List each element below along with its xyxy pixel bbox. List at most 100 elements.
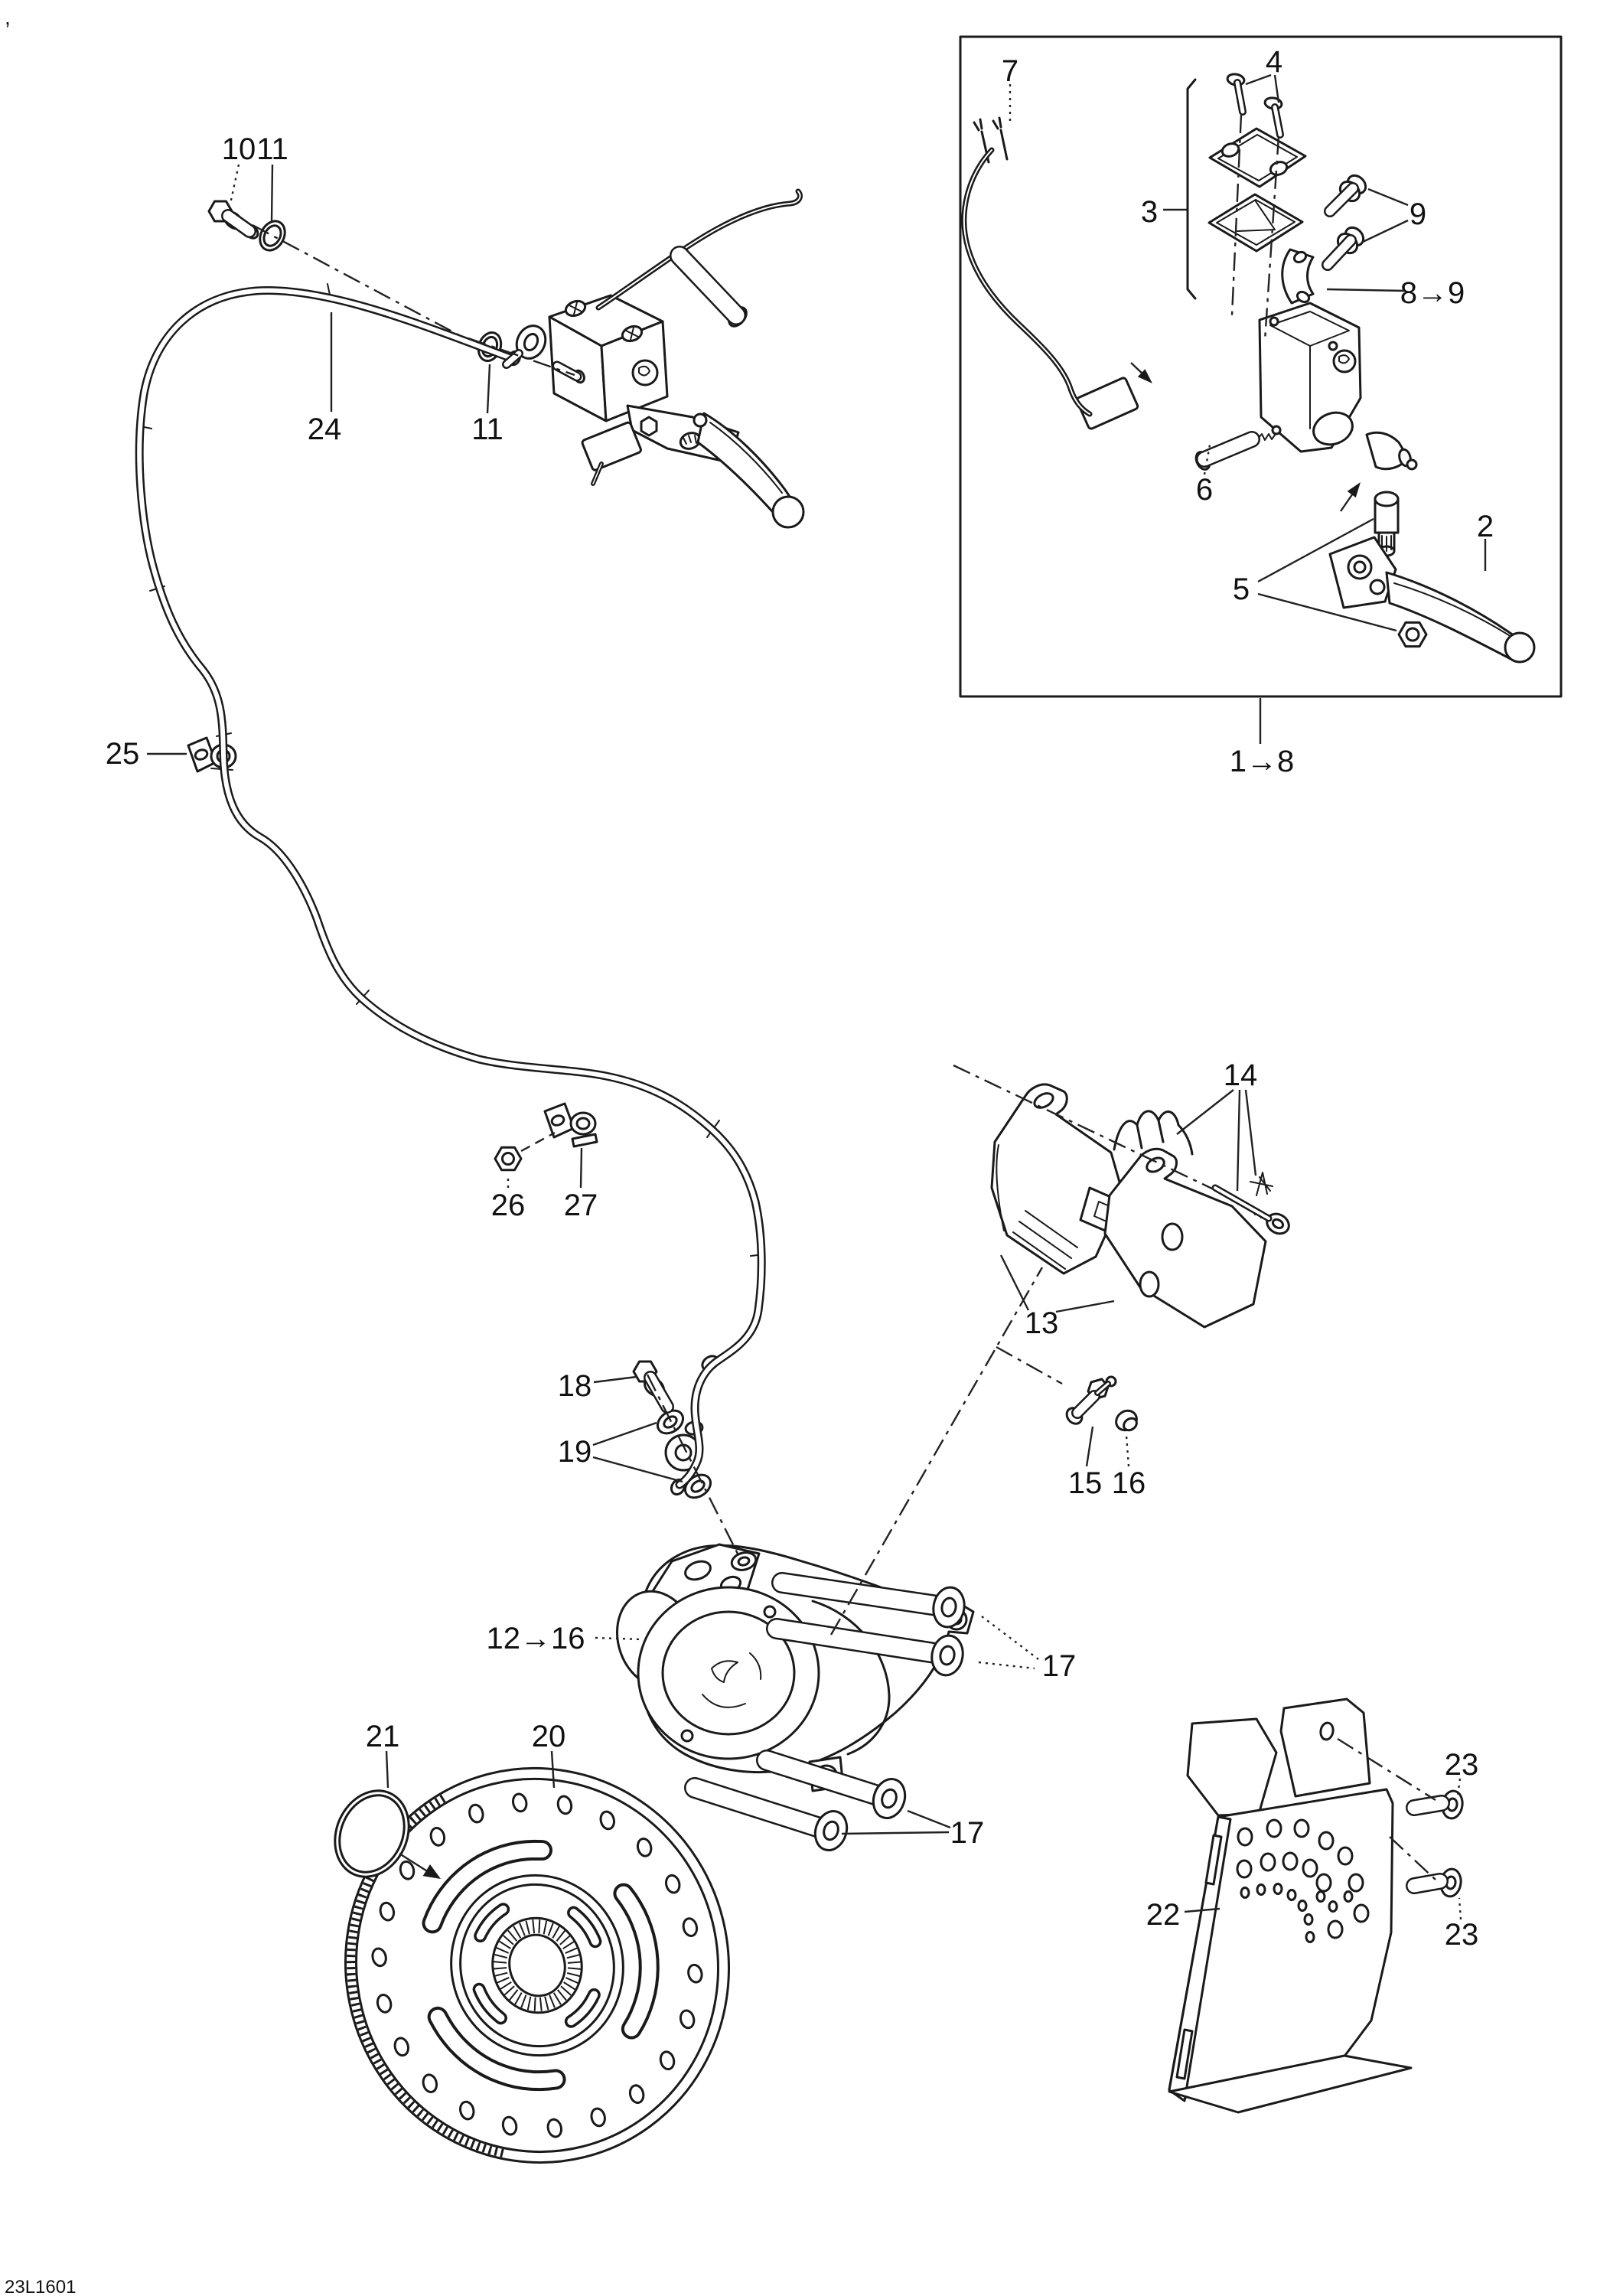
callout-1-8: 1→8 — [1230, 745, 1295, 778]
leader-line — [953, 1064, 1214, 1191]
inset-exploded-master-cylinder — [973, 73, 1536, 664]
lever-ball-end — [771, 495, 805, 529]
callout-10: 10 — [222, 132, 256, 166]
callout-8-9: 8→9 — [1400, 276, 1465, 310]
leader-line — [1257, 592, 1397, 632]
leader-line — [1367, 188, 1409, 207]
leader-line — [996, 1345, 1063, 1385]
master-cylinder-assembly — [507, 294, 805, 529]
callout-18: 18 — [558, 1369, 592, 1403]
stray-mark: , — [5, 5, 11, 29]
lever-pivot-nut-5 — [1397, 621, 1428, 648]
callout-21: 21 — [366, 1720, 400, 1753]
leader-line — [1257, 517, 1374, 583]
hose-clamp-25 — [187, 736, 237, 773]
diagram-artwork — [136, 35, 1563, 2164]
leader-line — [841, 1831, 950, 1835]
callout-20: 20 — [532, 1720, 566, 1753]
leader-line — [1236, 1089, 1241, 1192]
clamp-bore — [1312, 411, 1354, 446]
install-arrow — [422, 1864, 441, 1879]
leader-line — [1244, 1089, 1257, 1176]
guard-top-tab — [1279, 1698, 1371, 1798]
leader-line — [592, 1421, 657, 1446]
callout-26: 26 — [491, 1189, 526, 1222]
leader-line — [593, 1375, 637, 1384]
leader-line — [1273, 74, 1280, 103]
callout-14: 14 — [1224, 1058, 1258, 1092]
leader-line — [907, 1809, 951, 1829]
leader-line — [829, 1267, 1044, 1636]
callout-24: 24 — [308, 413, 342, 446]
disc-guard — [1168, 1698, 1413, 2114]
leader-line — [1176, 1089, 1234, 1135]
callout-23b: 23 — [1445, 1918, 1479, 1952]
leader-line — [1085, 1426, 1094, 1467]
callout-27: 27 — [564, 1189, 598, 1222]
leader-line — [252, 223, 460, 337]
callout-5: 5 — [1233, 572, 1250, 606]
brake-light-switch — [581, 421, 642, 471]
leader-line — [978, 1661, 1035, 1670]
sheet-code: 23L1601 — [5, 2277, 76, 2296]
leader-line — [1203, 440, 1212, 475]
leader-line — [981, 1616, 1039, 1660]
washer-11 — [259, 220, 286, 252]
lever-ball-end — [1504, 631, 1536, 664]
leader-line — [646, 1374, 742, 1561]
inset-panel-border — [959, 35, 1563, 698]
callout-4: 4 — [1266, 45, 1282, 79]
leader-line — [1125, 1435, 1130, 1467]
washer-19 — [683, 1473, 712, 1499]
callout-2: 2 — [1477, 510, 1494, 543]
leader-line — [520, 1131, 556, 1153]
leader-line — [1184, 1907, 1221, 1913]
leader-line — [1245, 73, 1272, 86]
pad-spring-clip-14 — [1250, 1172, 1273, 1196]
dust-boot — [1365, 431, 1418, 471]
leader-line — [1458, 1897, 1462, 1920]
disc-vent-holes — [371, 1792, 703, 2138]
leader-line — [550, 1750, 556, 1789]
brake-pads — [990, 1083, 1267, 1329]
install-arrow — [1347, 482, 1361, 498]
leader-line — [1337, 1737, 1436, 1802]
brake-lever-2 — [1328, 536, 1536, 664]
o-ring-21 — [334, 1789, 410, 1878]
leader-line — [385, 1750, 389, 1789]
callout-19: 19 — [558, 1435, 592, 1469]
install-arrow — [1137, 369, 1152, 383]
callout-3: 3 — [1141, 195, 1158, 229]
leader-line — [1362, 219, 1409, 243]
leader-line — [468, 337, 575, 377]
bleeder-cap-16 — [1115, 1409, 1138, 1432]
callout-9: 9 — [1410, 197, 1426, 231]
leader-line — [1326, 288, 1406, 292]
callout-25: 25 — [106, 737, 140, 771]
lever-pivot-bolt-5 — [1374, 491, 1400, 557]
callout-22: 22 — [1146, 1898, 1181, 1932]
brake-disc — [344, 1766, 730, 2164]
callout-15: 15 — [1068, 1466, 1103, 1500]
callout-16: 16 — [1112, 1466, 1146, 1500]
hose-clamp-27 — [543, 1102, 598, 1148]
leader-line — [595, 1636, 642, 1641]
callout-7: 7 — [1002, 54, 1018, 88]
tubes-layer — [135, 79, 1450, 1894]
callout-11b: 11 — [471, 413, 504, 446]
leader-line — [229, 164, 240, 204]
pad-retainer-spring — [1113, 1110, 1194, 1156]
switch-wire-terminals — [973, 116, 1009, 164]
callout-17b: 17 — [950, 1816, 985, 1850]
hose-banjo-ring — [515, 325, 547, 360]
caliper-logo — [702, 1652, 762, 1708]
leader-lines — [147, 73, 1487, 1920]
leader-line — [1389, 1836, 1436, 1880]
brake-pad-outer — [990, 1083, 1125, 1275]
reservoir-logo — [631, 359, 659, 386]
reservoir-gasket-3 — [1207, 193, 1304, 253]
callout-6: 6 — [1196, 473, 1213, 507]
